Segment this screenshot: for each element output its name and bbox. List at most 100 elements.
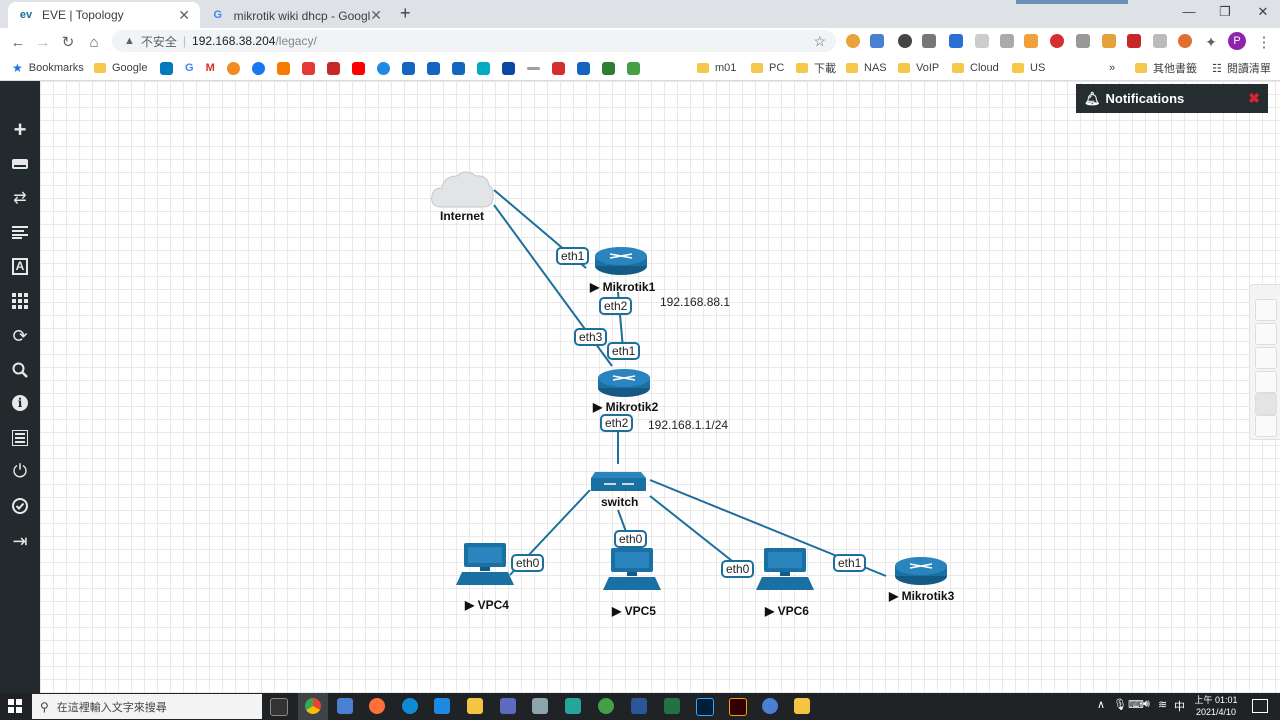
back-icon[interactable]: ← bbox=[10, 33, 26, 51]
menu-dots-icon[interactable]: ⋮ bbox=[1256, 34, 1272, 51]
translate-extension-icon[interactable] bbox=[870, 34, 884, 48]
extension-icon[interactable] bbox=[898, 34, 912, 48]
site-icon[interactable] bbox=[376, 61, 390, 75]
reload-icon[interactable]: ↻ bbox=[61, 34, 75, 51]
bookmark-nas[interactable]: NAS bbox=[846, 60, 887, 76]
photoshop-icon[interactable] bbox=[696, 698, 714, 716]
shape-tool-icon[interactable] bbox=[1255, 299, 1277, 321]
shape-tool-icon[interactable] bbox=[1255, 323, 1277, 345]
internet-cloud-icon[interactable] bbox=[431, 171, 494, 208]
taskbar-search[interactable]: ⚲ 在這裡輸入文字來搜尋 bbox=[32, 694, 262, 719]
shape-tool-icon[interactable] bbox=[1255, 415, 1277, 437]
window-close-icon[interactable]: ✕ bbox=[1257, 4, 1269, 19]
node-label-switch[interactable]: switch bbox=[601, 495, 639, 509]
router-icon[interactable] bbox=[598, 369, 650, 397]
bookmark-cloud[interactable]: Cloud bbox=[952, 60, 999, 76]
word-icon[interactable] bbox=[631, 698, 647, 714]
google-icon[interactable]: G bbox=[185, 62, 194, 74]
status-icon[interactable]: i bbox=[0, 389, 40, 417]
microphone-icon[interactable]: 🎙︎ bbox=[1113, 699, 1127, 711]
tab-close-icon[interactable]: ✕ bbox=[178, 6, 190, 23]
notifications-panel[interactable]: 🔔︎ Notifications ✖ bbox=[1076, 84, 1268, 113]
site-icon[interactable] bbox=[626, 61, 640, 75]
site-icon[interactable] bbox=[601, 61, 615, 75]
refresh-icon[interactable]: ⟳ bbox=[12, 325, 28, 346]
interface-label[interactable]: eth0 bbox=[721, 560, 755, 578]
bookmark-downloads[interactable]: 下載 bbox=[796, 60, 836, 76]
facebook-icon[interactable] bbox=[251, 61, 265, 75]
interface-label[interactable]: eth2 bbox=[600, 414, 634, 432]
start-button[interactable] bbox=[8, 699, 22, 713]
terminal-icon[interactable] bbox=[270, 698, 288, 716]
site-icon[interactable] bbox=[526, 66, 540, 70]
profile-avatar[interactable]: P bbox=[1228, 32, 1246, 50]
extension-icon[interactable] bbox=[1000, 34, 1014, 48]
trello-icon[interactable] bbox=[160, 61, 173, 75]
notifications-close-icon[interactable]: ✖ bbox=[1248, 90, 1260, 106]
extension-icon[interactable] bbox=[975, 34, 989, 48]
address-bar[interactable]: ▲ 不安全 | 192.168.38.204 /legacy/ ☆ bbox=[112, 30, 836, 52]
zoom-icon[interactable] bbox=[0, 356, 40, 384]
bookmark-m01[interactable]: m01 bbox=[697, 60, 736, 76]
shape-tool-icon[interactable] bbox=[1255, 347, 1277, 369]
extension-icon[interactable] bbox=[1153, 34, 1167, 48]
tray-overflow-icon[interactable]: ∧ bbox=[1097, 699, 1106, 711]
reading-list[interactable]: ☷閱讀清單 bbox=[1212, 60, 1271, 76]
node-mikrotik1[interactable]: ▶ Mikrotik1 bbox=[590, 280, 655, 294]
lab-details-icon[interactable] bbox=[0, 424, 40, 452]
node-label-internet[interactable]: Internet bbox=[440, 209, 485, 223]
node-mikrotik3[interactable]: ▶ Mikrotik3 bbox=[889, 589, 954, 603]
ip-annotation-mikrotik2[interactable]: 192.168.1.1/24 bbox=[648, 418, 729, 432]
dsm-icon[interactable] bbox=[401, 61, 415, 75]
add-icon[interactable]: + bbox=[13, 117, 27, 142]
youtube-icon[interactable] bbox=[351, 61, 365, 75]
bookmark-other[interactable]: 其他書籤 bbox=[1135, 60, 1197, 76]
pc-icon[interactable] bbox=[456, 543, 514, 585]
chrome-icon[interactable] bbox=[305, 698, 321, 714]
wifi-icon[interactable]: ≋ bbox=[1158, 699, 1168, 711]
ie-icon[interactable] bbox=[434, 698, 450, 714]
app-icon[interactable] bbox=[532, 698, 548, 714]
dsm-icon[interactable] bbox=[451, 61, 465, 75]
tab-close-icon[interactable]: ✕ bbox=[370, 6, 382, 23]
shape-tool-icon[interactable] bbox=[1255, 371, 1277, 393]
tab-eve-topology[interactable]: ev EVE | Topology ✕ bbox=[8, 2, 200, 28]
new-tab-button[interactable]: + bbox=[400, 3, 411, 23]
node-vpc5[interactable]: ▶ VPC5 bbox=[612, 604, 656, 618]
extension-icon[interactable] bbox=[1178, 34, 1192, 48]
bookmark-google[interactable]: Google bbox=[94, 60, 147, 76]
gmail-icon[interactable]: M bbox=[205, 62, 215, 74]
maximize-icon[interactable]: ❐ bbox=[1219, 4, 1231, 19]
illustrator-icon[interactable] bbox=[729, 698, 747, 716]
site-24-icon[interactable] bbox=[326, 61, 340, 75]
bookmarks-overflow[interactable]: » bbox=[1109, 62, 1116, 74]
bookmark-voip[interactable]: VoIP bbox=[898, 60, 939, 76]
pictures-icon[interactable] bbox=[0, 287, 40, 315]
extensions-puzzle-icon[interactable]: ✦ bbox=[1205, 33, 1217, 50]
interface-label[interactable]: eth0 bbox=[511, 554, 545, 572]
firefox-icon[interactable] bbox=[369, 698, 385, 714]
taskbar-clock[interactable]: 上午 01:01 2021/4/10 bbox=[1192, 694, 1240, 718]
node-mikrotik2[interactable]: ▶ Mikrotik2 bbox=[593, 400, 658, 414]
extension-icon[interactable] bbox=[922, 34, 936, 48]
pc-icon[interactable] bbox=[756, 548, 814, 590]
ip-annotation-mikrotik1[interactable]: 192.168.88.1 bbox=[660, 295, 731, 309]
nodes-icon[interactable] bbox=[0, 150, 40, 178]
lock-icon[interactable] bbox=[0, 492, 40, 520]
app-icon[interactable] bbox=[794, 698, 810, 714]
minimize-icon[interactable]: — bbox=[1182, 4, 1196, 19]
volume-icon[interactable]: 🔊︎ bbox=[1143, 698, 1150, 710]
save-app-icon[interactable] bbox=[337, 698, 353, 714]
network-icon[interactable]: ⌨︎ bbox=[1128, 699, 1144, 711]
bookmark-pc[interactable]: PC bbox=[751, 60, 784, 76]
switch-icon[interactable] bbox=[591, 472, 646, 491]
extension-icon[interactable] bbox=[1024, 34, 1038, 48]
networks-icon[interactable]: ⇄ bbox=[13, 190, 27, 207]
topology-canvas[interactable] bbox=[40, 81, 1280, 693]
node-vpc4[interactable]: ▶ VPC4 bbox=[465, 598, 509, 612]
site-icon[interactable] bbox=[576, 61, 590, 75]
notification-center-icon[interactable] bbox=[1252, 699, 1268, 713]
bookmark-star-icon[interactable]: ☆ bbox=[813, 32, 826, 49]
interface-label[interactable]: eth0 bbox=[614, 530, 648, 548]
interface-label[interactable]: eth1 bbox=[607, 342, 641, 360]
